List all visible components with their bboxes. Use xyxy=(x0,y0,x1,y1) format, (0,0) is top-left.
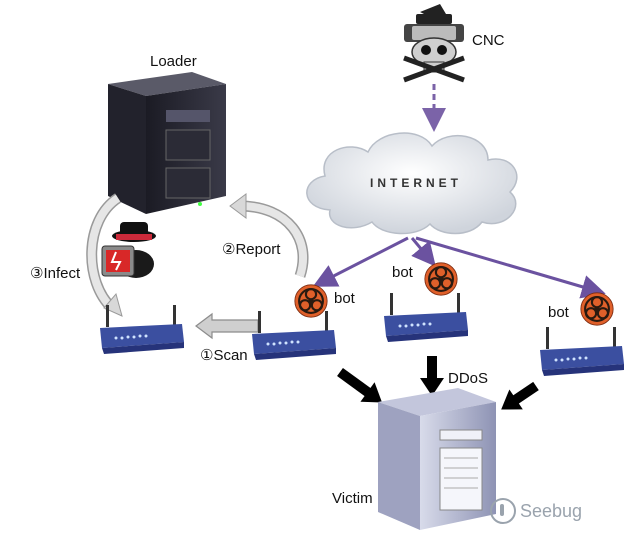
biohazard-icon xyxy=(580,292,614,326)
router-icon xyxy=(252,311,336,360)
loader-server xyxy=(108,72,226,214)
biohazard-icon xyxy=(294,284,328,318)
infect-arrow xyxy=(86,193,123,317)
biohazard-icon xyxy=(424,262,458,296)
hacker-icon xyxy=(101,222,156,278)
ddos-arrows xyxy=(337,356,539,410)
seebug-watermark: Seebug xyxy=(490,498,582,524)
watermark-text: Seebug xyxy=(520,500,583,521)
report-label: ②Report xyxy=(222,241,281,258)
scan-label: ①Scan xyxy=(200,347,248,364)
bot-label-left: bot xyxy=(334,290,355,307)
victim-label: Victim xyxy=(332,490,373,507)
cloud-icon xyxy=(306,132,518,235)
scan-arrow xyxy=(195,312,259,340)
infect-label: ③Infect xyxy=(30,265,81,282)
internet-to-bot-links xyxy=(312,236,606,299)
loader-label: Loader xyxy=(150,53,197,70)
router-icon xyxy=(384,293,468,342)
victim-server xyxy=(378,388,496,530)
ddos-label: DDoS xyxy=(448,370,489,387)
skull-crossbones-icon xyxy=(403,4,465,83)
cnc-label: CNC xyxy=(472,32,505,49)
seebug-logo-icon xyxy=(490,498,516,524)
report-arrow xyxy=(229,193,309,278)
internet-label: INTERNET xyxy=(370,176,462,190)
bot-label-middle: bot xyxy=(392,264,413,281)
router-icon xyxy=(540,327,624,376)
bot-label-right: bot xyxy=(548,304,569,321)
